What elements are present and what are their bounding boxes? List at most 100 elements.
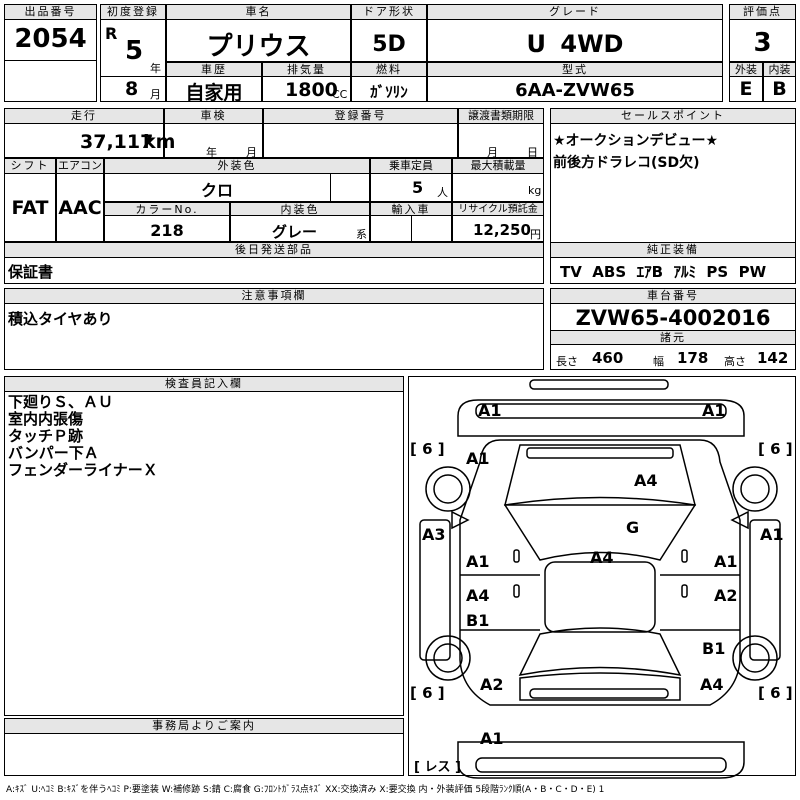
- inspector-line: バンパー下Ａ: [8, 444, 99, 462]
- damage-code: A1: [466, 552, 490, 571]
- length: 460: [592, 349, 624, 367]
- history: 自家用: [185, 82, 243, 104]
- grade: U 4WD: [526, 30, 624, 58]
- sales-point-label: セールスポイント: [550, 108, 796, 124]
- damage-code: A1: [714, 552, 738, 571]
- mileage: 37,117: [80, 131, 154, 153]
- tire-front-right: [ 6 ]: [758, 440, 793, 458]
- damage-code: A4: [590, 548, 614, 567]
- damage-code: B1: [702, 639, 726, 658]
- recycle-label: リサイクル預託金: [452, 202, 544, 216]
- ext-color-label: 外装色: [104, 158, 370, 174]
- later-parts-label: 後日発送部品: [4, 242, 544, 258]
- yen-unit: 円: [530, 228, 541, 241]
- notes-label: 注意事項欄: [4, 288, 544, 304]
- tr-month-unit: 月: [487, 146, 498, 159]
- inspector-label: 検査員記入欄: [4, 376, 404, 392]
- fuel-label: 燃料: [351, 62, 427, 77]
- reg-year: 5: [125, 36, 144, 66]
- notes: 積込タイヤあり: [8, 310, 113, 328]
- month-unit: 月: [150, 88, 161, 101]
- sales-point-2: 前後方ドラレコ(SD欠): [553, 155, 700, 171]
- dims-label: 諸元: [550, 330, 796, 345]
- model-label: 型式: [427, 62, 723, 77]
- height: 142: [757, 349, 789, 367]
- spare-tire: [ レス ]: [414, 760, 461, 775]
- mileage-label: 走行: [4, 108, 164, 124]
- color-no-label: カラーNo.: [104, 202, 230, 216]
- width: 178: [677, 349, 709, 367]
- recycle-fee: 12,250: [473, 221, 531, 239]
- ins-month-unit: 月: [246, 146, 257, 159]
- int-color-label: 内装色: [230, 202, 370, 216]
- damage-code: A2: [714, 586, 738, 605]
- damage-code: A1: [760, 525, 784, 544]
- door-type: 5D: [372, 32, 406, 57]
- tire-rear-right: [ 6 ]: [758, 684, 793, 702]
- reg-label: 初度登録: [100, 4, 166, 20]
- ext-grade-label: 外装: [729, 62, 763, 77]
- fuel: ｶﾞｿﾘﾝ: [370, 83, 408, 101]
- damage-code: A1: [480, 729, 504, 748]
- ac-label: エアコン: [56, 158, 104, 174]
- inspector-line: フェンダーライナーＸ: [8, 461, 158, 479]
- person-unit: 人: [437, 186, 448, 199]
- model: 6AA-ZVW65: [515, 80, 635, 101]
- damage-code: A4: [700, 675, 724, 694]
- width-label: 幅: [653, 355, 664, 368]
- damage-code: A1: [466, 449, 490, 468]
- tr-day-unit: 日: [527, 146, 538, 159]
- damage-code: A1: [702, 401, 726, 420]
- damage-code: G: [626, 518, 640, 537]
- int-grade-label: 内装: [763, 62, 796, 77]
- lot-no: 2054: [14, 24, 87, 54]
- damage-code: B1: [466, 611, 490, 630]
- score: 3: [753, 28, 772, 58]
- ac: AAC: [58, 197, 102, 219]
- office-label: 事務局よりご案内: [4, 718, 404, 734]
- max-load-label: 最大積載量: [452, 158, 544, 174]
- shift: FAT: [11, 197, 49, 219]
- damage-code: A2: [480, 675, 504, 694]
- height-label: 高さ: [724, 355, 746, 368]
- car-name-label: 車名: [166, 4, 351, 20]
- capacity: 5: [412, 178, 424, 197]
- sales-point-1: ★オークションデビュー★: [553, 133, 719, 149]
- tire-rear-left: [ 6 ]: [410, 684, 445, 702]
- ext-grade: E: [739, 78, 753, 100]
- inspector-line: 下廻りＳ、ＡＵ: [8, 393, 114, 411]
- legend: A:ｷｽﾞ U:ﾍｺﾐ B:ｷｽﾞを伴うﾍｺﾐ P:要塗装 W:補修跡 S:錆 …: [6, 785, 605, 795]
- damage-code: A4: [634, 471, 658, 490]
- inspection-label: 車検: [164, 108, 263, 124]
- reg-month: 8: [125, 78, 139, 100]
- divider: [330, 174, 331, 202]
- color-no: 218: [150, 221, 184, 240]
- damage-code: A3: [422, 525, 446, 544]
- divider: [100, 76, 166, 77]
- kg-unit: kg: [528, 184, 542, 197]
- lot-no-label: 出品番号: [4, 4, 97, 20]
- ins-year-unit: 年: [206, 146, 217, 159]
- era: R: [105, 24, 118, 43]
- chassis-no: ZVW65-4002016: [575, 306, 771, 330]
- cc-unit: CC: [332, 88, 348, 101]
- score-label: 評価点: [729, 4, 796, 20]
- damage-code: A4: [466, 586, 490, 605]
- inspector-line: 室内内張傷: [8, 410, 84, 428]
- km-unit: km: [143, 131, 176, 153]
- car-name: プリウス: [206, 32, 311, 62]
- import-label: 輸入車: [370, 202, 452, 216]
- capacity-label: 乗車定員: [370, 158, 452, 174]
- chassis-label: 車台番号: [550, 288, 796, 304]
- grade-label: グレード: [427, 4, 723, 20]
- equipment-label: 純正装備: [550, 242, 796, 258]
- ext-color: クロ: [200, 181, 233, 200]
- door-label: ドア形状: [351, 4, 427, 20]
- history-label: 車歴: [166, 62, 262, 77]
- car-diagram-box: [408, 376, 796, 776]
- divider: [4, 60, 97, 61]
- int-grade: B: [772, 78, 787, 100]
- tire-front-left: [ 6 ]: [410, 440, 445, 458]
- reg-no-label: 登録番号: [263, 108, 458, 124]
- displacement-label: 排気量: [262, 62, 351, 77]
